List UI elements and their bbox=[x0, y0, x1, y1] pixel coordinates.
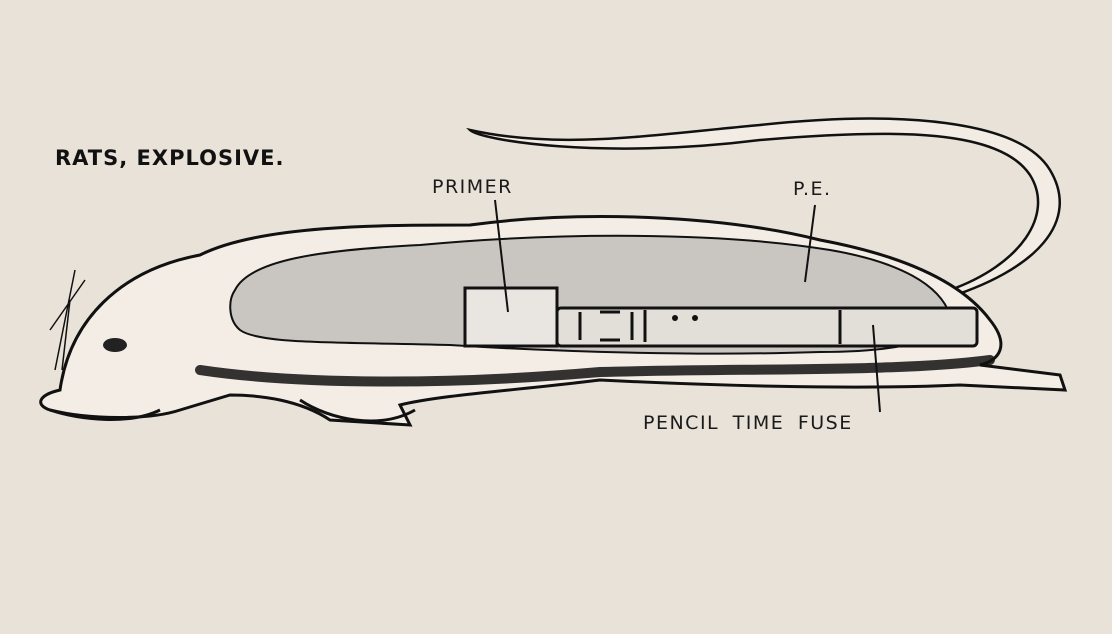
primer-leader bbox=[494, 199, 509, 313]
primer-block bbox=[463, 286, 559, 348]
fuse-leader bbox=[872, 324, 881, 413]
pencil-time-fuse bbox=[555, 306, 979, 348]
rat-tail bbox=[466, 117, 1061, 302]
pe-leader bbox=[804, 204, 816, 283]
label-fuse: PENCIL TIME FUSE bbox=[643, 412, 853, 434]
label-primer: PRIMER bbox=[432, 176, 513, 198]
diagram-title: RATS, EXPLOSIVE. bbox=[55, 146, 285, 170]
label-pe: P.E. bbox=[793, 178, 832, 200]
rat-eye bbox=[103, 338, 127, 352]
